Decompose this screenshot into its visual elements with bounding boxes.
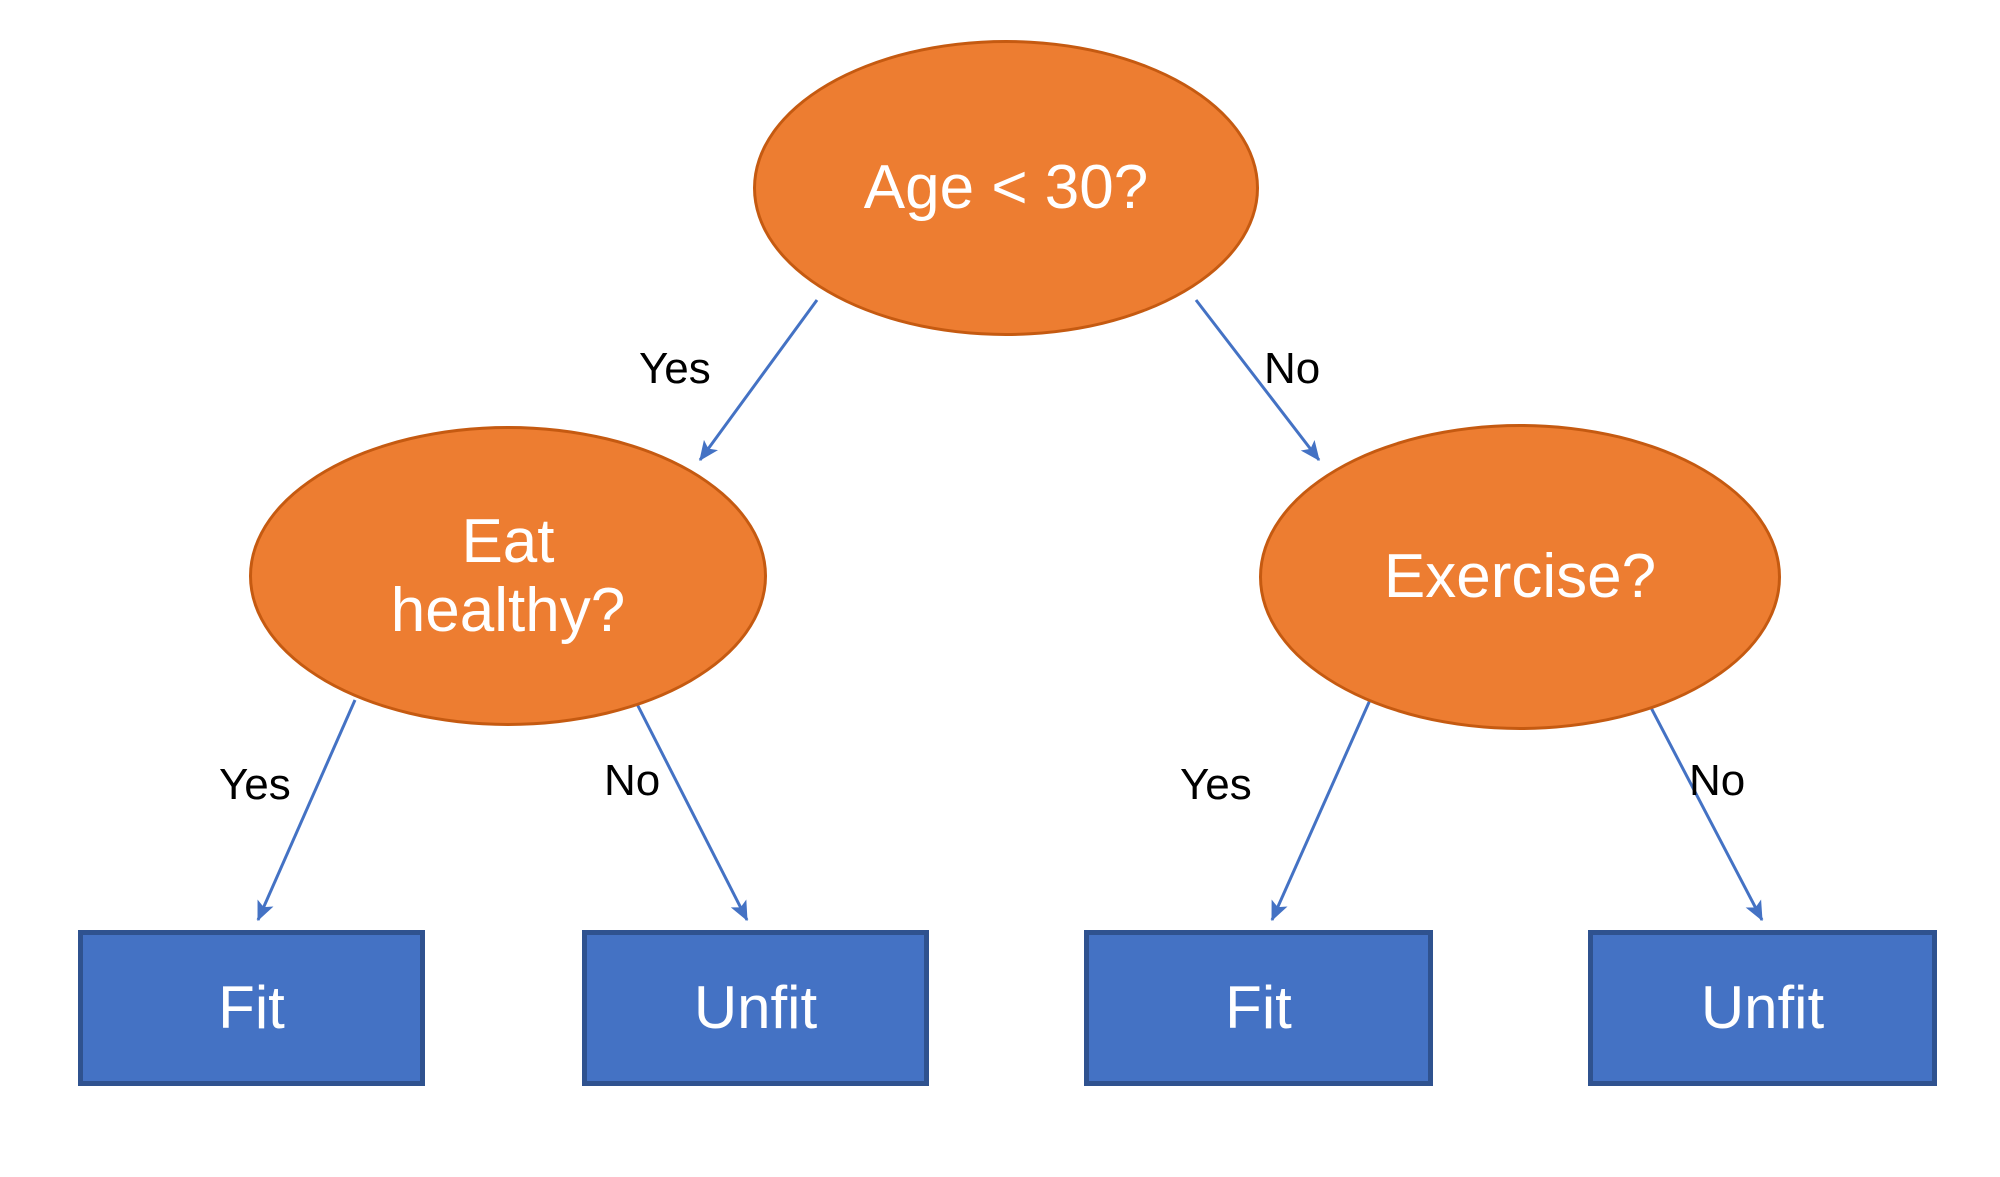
leaf-node-label: Fit <box>218 974 285 1041</box>
decision-node-eat-healthy[interactable]: Eat healthy? <box>249 426 767 726</box>
leaf-node-fit-exercise-yes[interactable]: Fit <box>1084 930 1433 1086</box>
leaf-node-unfit-exercise-no[interactable]: Unfit <box>1588 930 1937 1086</box>
decision-node-exercise-label: Exercise? <box>1383 542 1657 612</box>
decision-node-age[interactable]: Age < 30? <box>753 40 1259 336</box>
connector-eat-healthy-to-unfit <box>633 699 749 922</box>
connector-exercise-to-unfit <box>1645 699 1764 922</box>
connector-root-to-eat-healthy <box>698 299 819 461</box>
decision-node-eat-healthy-label: Eat healthy? <box>391 507 625 646</box>
edge-label-exercise-yes: Yes <box>1180 760 1252 809</box>
decision-node-exercise[interactable]: Exercise? <box>1259 424 1781 730</box>
edge-label-root-no: No <box>1264 344 1321 393</box>
edge-label-eat-healthy-no: No <box>604 756 661 805</box>
decision-node-eat-healthy-label-line1: Eat <box>461 506 555 576</box>
edge-label-root-yes: Yes <box>639 344 711 393</box>
leaf-node-label: Unfit <box>1700 974 1825 1041</box>
leaf-node-unfit-eat-healthy-no[interactable]: Unfit <box>582 930 929 1086</box>
decision-node-eat-healthy-label-line2: healthy? <box>390 576 626 645</box>
leaf-node-label: Fit <box>1225 974 1292 1041</box>
leaf-node-fit-eat-healthy-yes[interactable]: Fit <box>78 930 425 1086</box>
edge-label-eat-healthy-yes: Yes <box>219 760 291 809</box>
edge-label-exercise-no: No <box>1689 756 1746 805</box>
connector-exercise-to-fit <box>1270 699 1372 922</box>
leaf-node-label: Unfit <box>693 974 818 1041</box>
connector-eat-healthy-to-fit <box>256 699 357 922</box>
decision-node-age-label: Age < 30? <box>863 153 1149 223</box>
